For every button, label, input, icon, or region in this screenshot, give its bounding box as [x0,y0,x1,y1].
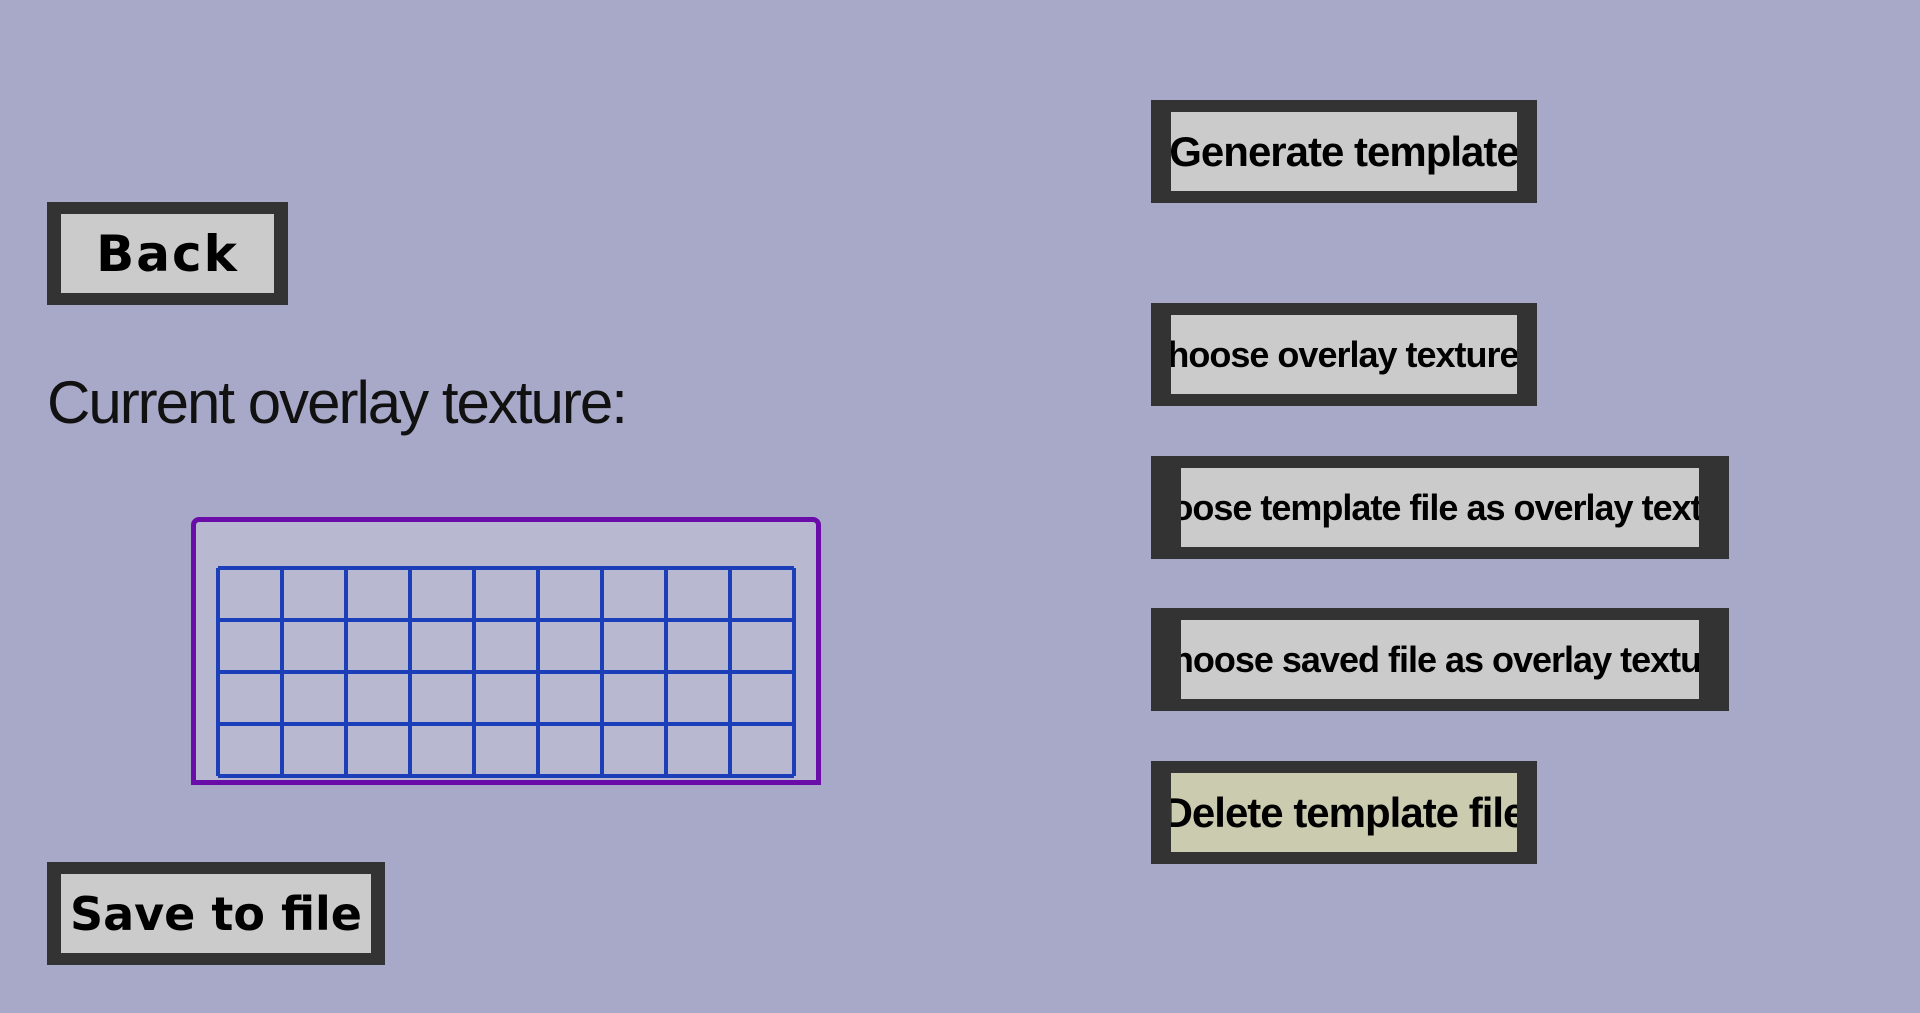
generate-template-button-label: Generate template [1171,112,1517,191]
choose-saved-file-button-label: Choose saved file as overlay texture [1181,620,1699,699]
choose-saved-file-button[interactable]: Choose saved file as overlay texture [1151,608,1729,711]
back-button-label: Back [61,214,274,293]
overlay-grid-image [216,566,796,778]
choose-template-file-button-label: Choose template file as overlay texture [1181,468,1699,547]
delete-template-file-button-label: Delete template file [1171,773,1517,852]
save-to-file-button[interactable]: Save to file [47,862,385,965]
choose-template-file-button[interactable]: Choose template file as overlay texture [1151,456,1729,559]
choose-overlay-texture-button[interactable]: Choose overlay texture... [1151,303,1537,406]
delete-template-file-button[interactable]: Delete template file [1151,761,1537,864]
back-button[interactable]: Back [47,202,288,305]
overlay-texture-preview [191,517,821,785]
choose-overlay-texture-button-label: Choose overlay texture... [1171,315,1517,394]
current-overlay-texture-label: Current overlay texture: [47,369,628,436]
generate-template-button[interactable]: Generate template [1151,100,1537,203]
save-to-file-button-label: Save to file [61,874,371,953]
